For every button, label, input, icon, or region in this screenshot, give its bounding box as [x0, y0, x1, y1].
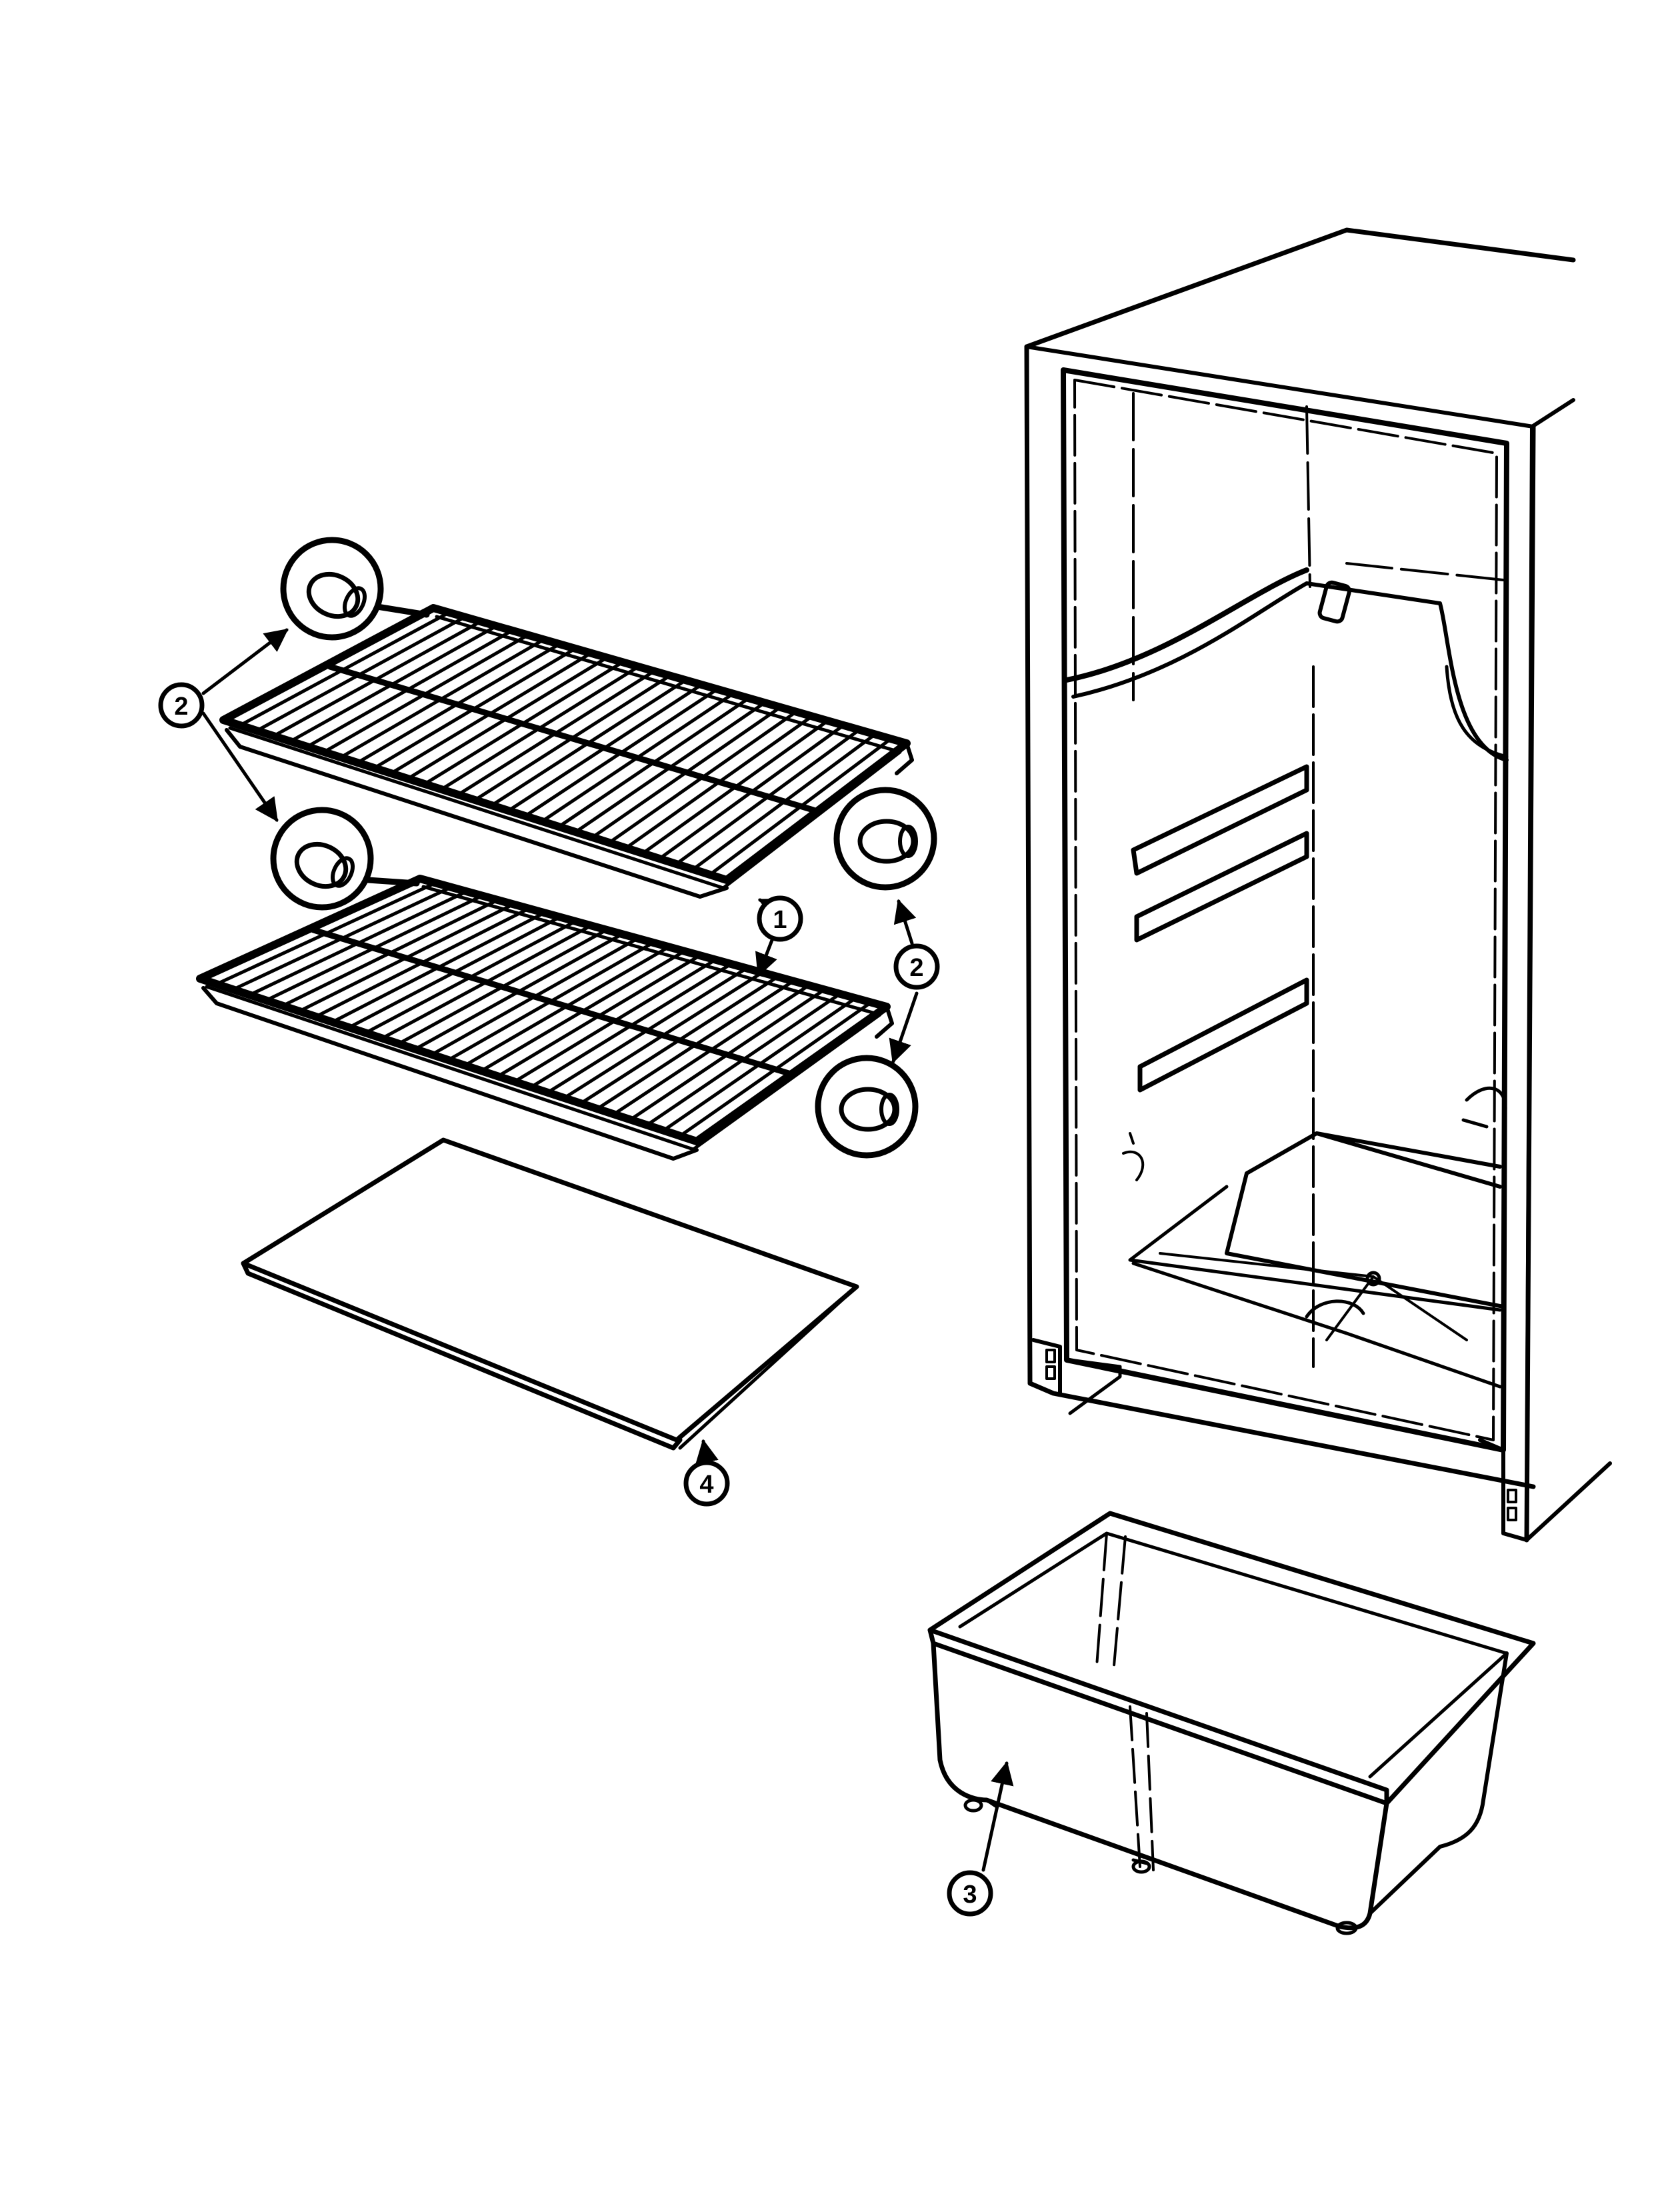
- callout-4: 4: [683, 1460, 730, 1507]
- callout-2-left-label: 2: [174, 693, 188, 721]
- shelf-support-detail-lower-right: [815, 1055, 919, 1159]
- glass-shelf-panel: [241, 1137, 859, 1451]
- callout-3-label: 3: [963, 1881, 977, 1909]
- crisper-drawer: [927, 1511, 1536, 1935]
- refrigerator-cabinet: [1024, 227, 1612, 1543]
- callout-1-label: 1: [773, 906, 787, 934]
- callout-2-right-label: 2: [909, 954, 923, 982]
- upper-wire-shelf: [219, 604, 914, 899]
- shelf-support-detail-lower-left: [270, 807, 420, 911]
- shelf-support-detail-upper-left: [280, 537, 430, 641]
- callout-1: 1: [757, 895, 803, 942]
- callout-2-left: 2: [158, 682, 205, 729]
- lower-wire-shelf: [196, 875, 894, 1161]
- callout-3: 3: [947, 1870, 993, 1917]
- callout-2-right: 2: [893, 943, 940, 990]
- shelf-support-detail-upper-right: [833, 787, 937, 891]
- callout-4-label: 4: [699, 1471, 713, 1499]
- leader-lines: [201, 628, 1014, 1872]
